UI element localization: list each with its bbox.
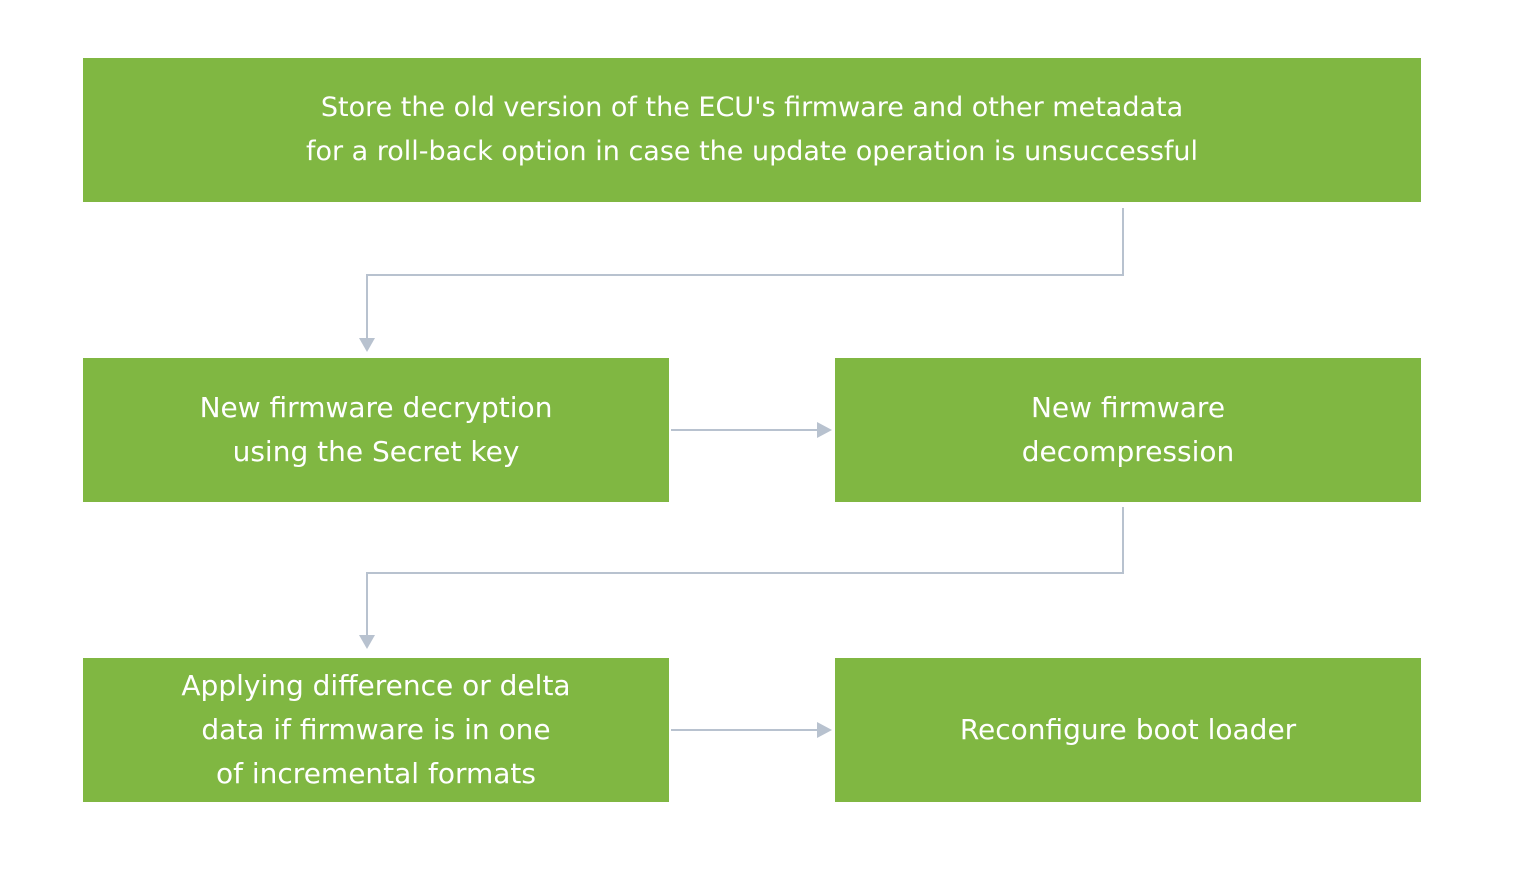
arrowhead-decrypt-to-decompress <box>817 422 832 438</box>
step-apply-delta-data: Applying difference or delta data if fir… <box>83 658 669 802</box>
connector-store-to-decrypt <box>366 208 1124 340</box>
arrowhead-decompress-to-delta <box>359 635 375 649</box>
step-text-line: for a roll-back option in case the updat… <box>305 136 1199 167</box>
step-text-line: Applying difference or delta <box>181 669 571 702</box>
connector-decompress-to-delta <box>366 507 1124 636</box>
arrowhead-delta-to-boot <box>817 722 832 738</box>
step-firmware-decompression: New firmware decompression <box>835 358 1421 502</box>
step-text-line: of incremental formats <box>215 757 536 790</box>
step-text-line: data if firmware is in one <box>201 713 551 746</box>
step-text-line: New firmware decryption <box>199 391 553 424</box>
step-store-old-firmware: Store the old version of the ECU's firmw… <box>83 58 1421 202</box>
step-text-line: Store the old version of the ECU's firmw… <box>320 92 1184 123</box>
step-text-line: decompression <box>1021 435 1235 468</box>
step-reconfigure-boot-loader: Reconfigure boot loader <box>835 658 1421 802</box>
step-text-line: using the Secret key <box>232 435 520 468</box>
step-text-line: New firmware <box>1030 391 1226 424</box>
step-firmware-decryption: New firmware decryption using the Secret… <box>83 358 669 502</box>
arrowhead-store-to-decrypt <box>359 338 375 352</box>
step-text-line: Reconfigure boot loader <box>959 713 1297 746</box>
